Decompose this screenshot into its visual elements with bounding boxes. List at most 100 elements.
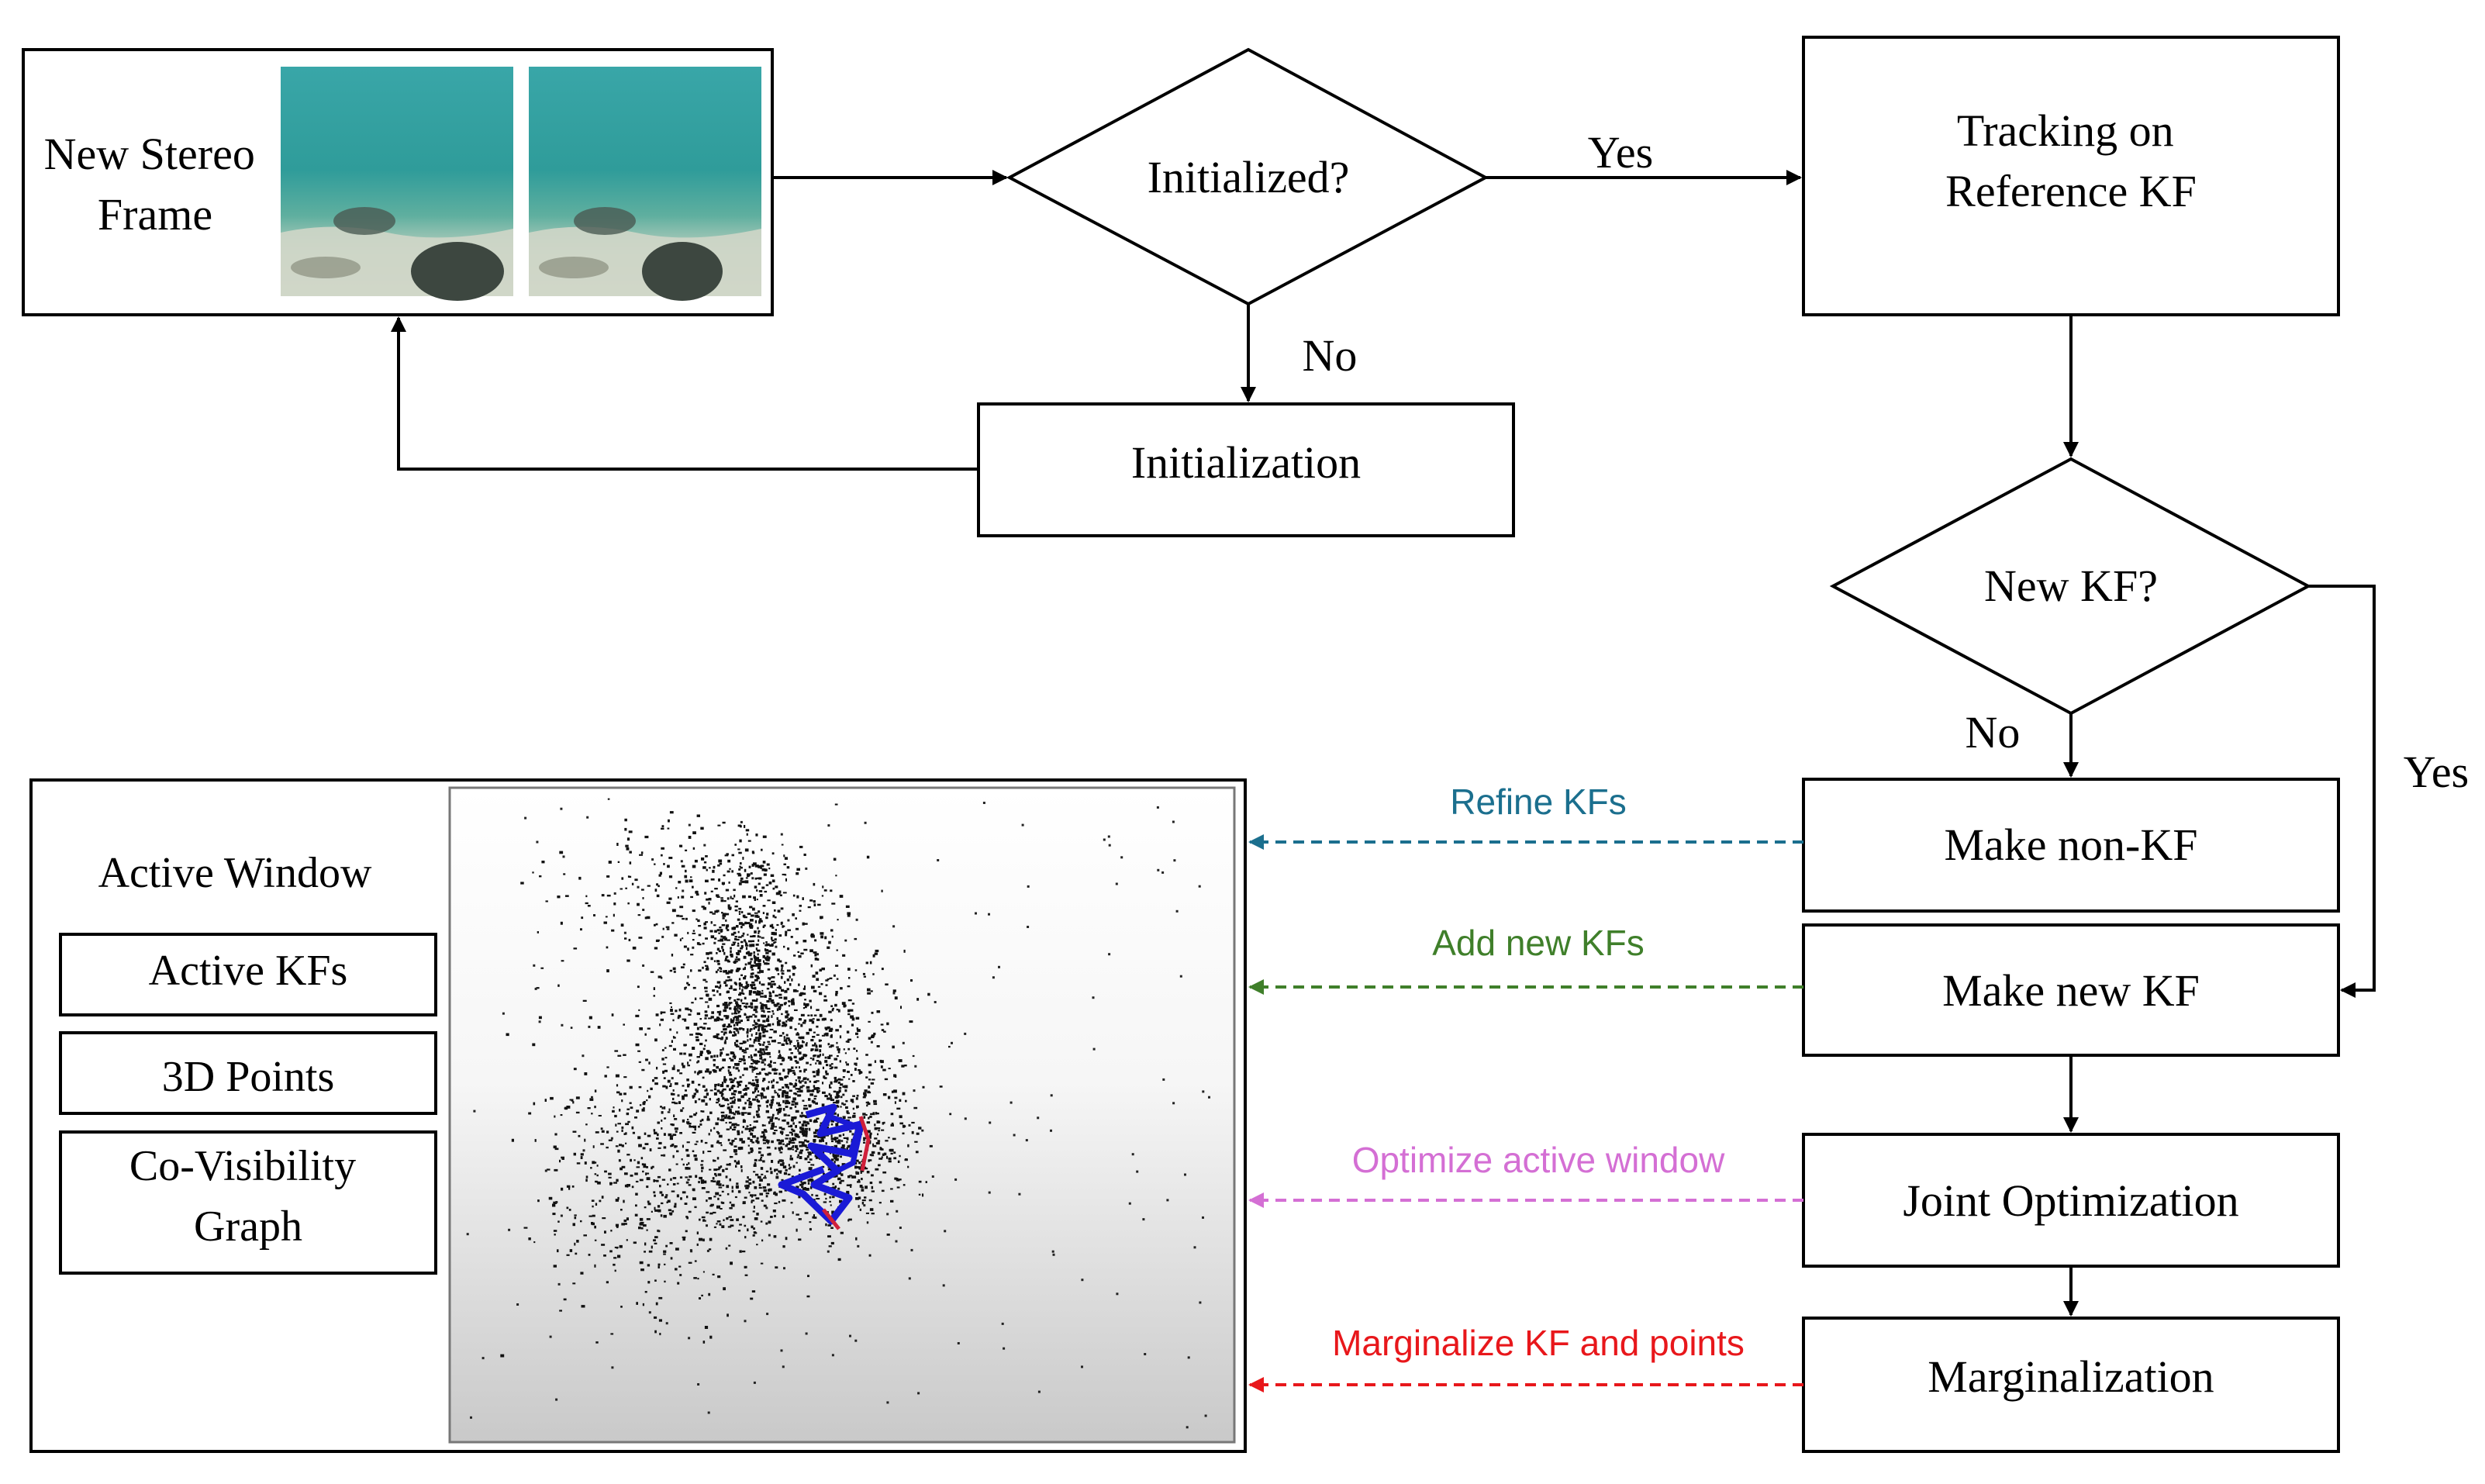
point-cloud-dot (751, 981, 755, 984)
point-cloud-dot (744, 848, 749, 852)
point-cloud-dot (708, 898, 712, 901)
point-cloud-dot (729, 1110, 732, 1114)
point-cloud-dot (695, 1036, 699, 1038)
point-cloud-dot (745, 1184, 750, 1188)
point-cloud-dot (693, 1277, 697, 1279)
point-cloud-dot (789, 1137, 792, 1141)
point-cloud-dot (845, 1061, 847, 1064)
point-cloud-dot (706, 1118, 710, 1121)
point-cloud-dot (659, 1023, 661, 1027)
point-cloud-dot (791, 1103, 795, 1106)
point-cloud-dot (758, 930, 761, 933)
point-cloud-dot (687, 1065, 690, 1067)
point-cloud-dot (771, 927, 775, 929)
point-cloud-dot (646, 1177, 651, 1181)
point-cloud-dot (870, 1082, 875, 1085)
point-cloud-dot (791, 1128, 794, 1131)
point-cloud-dot (591, 1096, 593, 1099)
point-cloud-dot (722, 1047, 724, 1051)
point-cloud-dot (727, 1192, 730, 1196)
point-cloud-dot (1116, 1292, 1119, 1296)
point-cloud-dot (740, 866, 743, 869)
point-cloud-dot (757, 966, 761, 970)
point-cloud-dot (731, 1123, 736, 1127)
point-cloud-dot (709, 1098, 711, 1101)
point-cloud-dot (747, 1099, 751, 1102)
point-cloud-dot (739, 1075, 742, 1078)
point-cloud-dot (891, 1122, 894, 1125)
point-cloud-dot (737, 1099, 742, 1102)
point-cloud-dot (790, 1052, 793, 1054)
point-cloud-dot (725, 1017, 729, 1020)
point-cloud-dot (706, 966, 709, 969)
point-cloud-dot (727, 939, 730, 941)
point-cloud-dot (727, 904, 730, 908)
point-cloud-dot (859, 1071, 861, 1073)
point-cloud-dot (663, 1250, 667, 1253)
point-cloud-dot (594, 1173, 597, 1175)
point-cloud-dot (788, 1000, 791, 1003)
point-cloud-dot (619, 1244, 623, 1248)
point-cloud-dot (822, 885, 824, 889)
point-cloud-dot (768, 1081, 770, 1083)
point-cloud-dot (722, 948, 724, 952)
point-cloud-dot (762, 905, 766, 907)
point-cloud-dot (539, 875, 542, 878)
point-cloud-dot (768, 982, 771, 985)
point-cloud-dot (764, 944, 768, 947)
point-cloud-dot (748, 1015, 753, 1018)
point-cloud-dot (908, 1123, 911, 1127)
point-cloud-dot (628, 875, 632, 878)
point-cloud-dot (702, 1085, 706, 1088)
point-cloud-dot (694, 1143, 698, 1145)
point-cloud-dot (750, 1297, 754, 1300)
point-cloud-dot (654, 1209, 658, 1212)
point-cloud-dot (847, 1009, 851, 1013)
point-cloud-dot (723, 1028, 727, 1031)
point-cloud-dot (819, 1013, 823, 1017)
point-cloud-dot (716, 952, 718, 954)
point-cloud-dot (735, 956, 738, 958)
point-cloud-dot (737, 969, 740, 972)
point-cloud-dot (858, 1196, 861, 1199)
point-cloud-dot (559, 1310, 562, 1312)
point-cloud-dot (721, 945, 723, 949)
point-cloud-dot (785, 1102, 787, 1105)
point-cloud-dot (784, 981, 786, 984)
point-cloud-dot (734, 1044, 738, 1047)
point-cloud-dot (912, 1054, 915, 1058)
point-cloud-dot (729, 1074, 733, 1076)
point-cloud-dot (720, 1030, 723, 1033)
point-cloud-dot (682, 1236, 686, 1238)
point-cloud-dot (849, 1009, 854, 1012)
point-cloud-dot (806, 1140, 809, 1143)
point-cloud-dot (718, 986, 721, 989)
point-cloud-dot (738, 1060, 742, 1063)
point-cloud-dot (713, 1058, 716, 1061)
point-cloud-dot (798, 1238, 802, 1241)
point-cloud-dot (845, 905, 850, 908)
3d-points-box (59, 1031, 437, 1115)
point-cloud-dot (899, 1115, 903, 1119)
point-cloud-dot (771, 1086, 775, 1089)
point-cloud-dot (724, 1081, 727, 1083)
point-cloud-dot (820, 932, 824, 935)
point-cloud-dot (750, 935, 754, 937)
point-cloud-dot (799, 993, 802, 996)
point-cloud-dot (830, 1066, 834, 1068)
point-cloud-dot (748, 924, 752, 927)
point-cloud-dot (760, 1094, 764, 1097)
point-cloud-dot (770, 874, 775, 877)
point-cloud-dot (753, 1009, 758, 1012)
point-cloud-dot (768, 992, 772, 995)
point-cloud-dot (575, 1096, 580, 1099)
point-cloud-dot (745, 877, 748, 879)
point-cloud-dot (674, 1145, 677, 1148)
point-cloud-dot (886, 1234, 890, 1236)
point-cloud-dot (639, 1104, 642, 1106)
point-cloud-dot (765, 916, 768, 920)
point-cloud-dot (570, 1027, 573, 1029)
optimize-active-window-label: Optimize active window (1352, 1140, 1725, 1180)
point-cloud-dot (669, 1242, 673, 1244)
point-cloud-dot (778, 1141, 782, 1145)
